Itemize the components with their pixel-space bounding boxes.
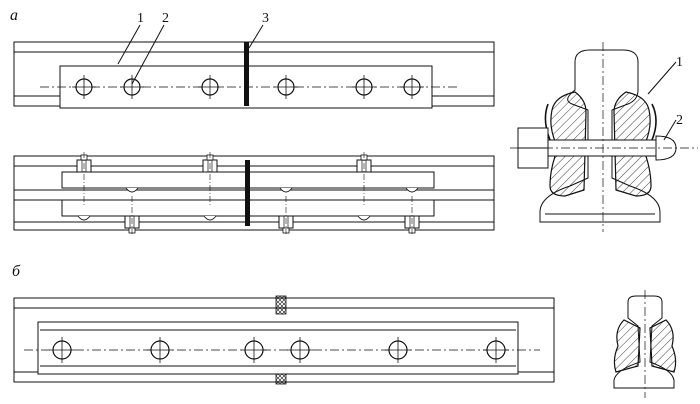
rail-gap-joint xyxy=(244,42,249,106)
callout-3: 3 xyxy=(262,11,269,26)
bolt-hole xyxy=(147,337,173,363)
bolt-hole xyxy=(241,337,267,363)
bolt-head-side xyxy=(203,215,217,221)
bolt-hole xyxy=(274,75,298,99)
side-view-a xyxy=(13,152,495,234)
bolt-hole xyxy=(483,337,509,363)
leader-3 xyxy=(248,24,264,49)
bolt-hole xyxy=(287,337,313,363)
panel-label-a: а xyxy=(10,7,18,24)
callout-1: 1 xyxy=(137,11,144,26)
plan-view-b xyxy=(13,295,555,385)
bolt-head-side xyxy=(279,187,293,193)
callout-2: 2 xyxy=(162,11,169,26)
insulating-insert-top xyxy=(275,295,287,315)
bolt-head-side xyxy=(405,187,419,193)
leader-1 xyxy=(117,24,141,65)
left-joint-bar-b xyxy=(613,319,641,373)
rail-outline-side xyxy=(13,155,495,231)
cross-section-a: 1 2 xyxy=(510,42,698,232)
right-joint-bar-b xyxy=(649,319,677,373)
callouts-top: 1 2 3 xyxy=(117,11,269,85)
bolt-hole xyxy=(400,75,424,99)
section-leader-2 xyxy=(663,119,677,141)
bolt-holes-b xyxy=(49,337,509,363)
bar-edge xyxy=(544,103,551,141)
bolt-head-side xyxy=(77,215,91,221)
bolt-head-side xyxy=(125,187,139,193)
bolt-nuts-a xyxy=(76,152,420,234)
plan-view-a xyxy=(13,41,495,109)
bolt-hole xyxy=(120,75,144,99)
joint-bar-b xyxy=(37,321,519,375)
bolt-holes-a xyxy=(72,75,424,99)
bolt-nut xyxy=(278,196,294,234)
bolt-nut xyxy=(202,152,218,206)
leader-2 xyxy=(131,24,165,85)
bolt-hole xyxy=(72,75,96,99)
panel-label-b: б xyxy=(12,263,21,280)
insulating-insert-bottom xyxy=(275,373,287,385)
bolt-hole xyxy=(385,337,411,363)
bolt-nut xyxy=(124,196,140,234)
bolt-nut xyxy=(76,152,92,206)
bolt-hole xyxy=(352,75,376,99)
bolt-hole xyxy=(49,337,75,363)
section-leader-1 xyxy=(647,61,677,95)
bolt-hole xyxy=(198,75,222,99)
rail-gap-joint-side xyxy=(245,160,250,226)
section-callout-2: 2 xyxy=(676,113,683,128)
bolt-nut xyxy=(356,152,372,206)
cross-section-b xyxy=(613,290,677,398)
bar-edge xyxy=(651,103,657,141)
rail-profile-b xyxy=(613,295,675,389)
bolt-nut xyxy=(404,196,420,234)
bolt-head-side xyxy=(357,215,371,221)
section-callout-1: 1 xyxy=(676,55,683,70)
